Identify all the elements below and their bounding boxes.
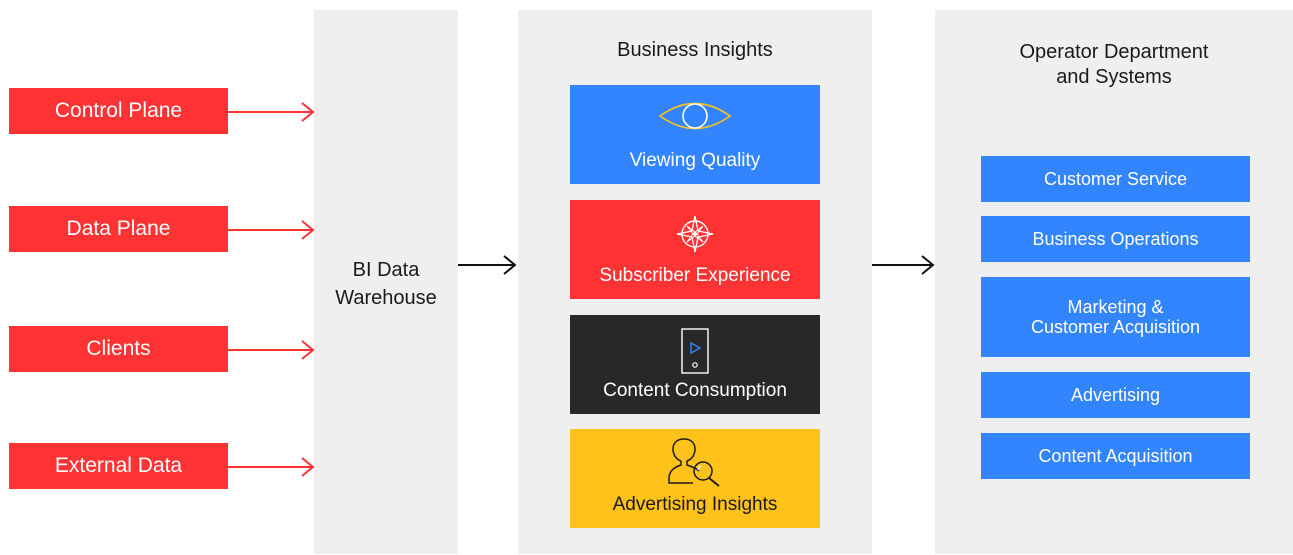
source-arrow-3	[228, 340, 315, 360]
source-label: Clients	[86, 337, 151, 360]
insight-subscriber-experience: Subscriber Experience	[570, 200, 820, 299]
dept-customer-service: Customer Service	[981, 156, 1250, 202]
source-arrow-1	[228, 102, 315, 122]
bi-data-warehouse-label: BI Data Warehouse	[314, 256, 458, 312]
tablet-play-icon	[681, 328, 709, 374]
warehouse-line2: Warehouse	[335, 287, 437, 309]
source-external-data: External Data	[9, 443, 228, 489]
insight-viewing-quality: Viewing Quality	[570, 85, 820, 184]
insight-label: Content Consumption	[603, 380, 787, 401]
dept-label-line1: Customer Service	[1043, 169, 1188, 189]
source-label: Control Plane	[54, 99, 183, 122]
operator-title-line1: Operator Department	[1019, 41, 1209, 63]
source-clients: Clients	[9, 326, 228, 372]
source-label: External Data	[54, 454, 183, 477]
insight-advertising-insights: Advertising Insights	[570, 429, 820, 528]
insight-label: Viewing Quality	[629, 150, 761, 171]
insight-content-consumption: Content Consumption	[570, 315, 820, 414]
bi-data-warehouse-panel	[314, 10, 458, 554]
warehouse-line1: BI Data	[352, 259, 420, 281]
source-arrow-4	[228, 457, 315, 477]
dept-content-acquisition: Content Acquisition	[981, 433, 1250, 479]
source-arrow-2	[228, 220, 315, 240]
dept-label-line1: Marketing &	[1067, 297, 1164, 317]
compass-icon	[676, 215, 714, 253]
business-insights-title: Business Insights	[617, 39, 773, 61]
dept-advertising: Advertising	[981, 372, 1250, 418]
dept-label-line1: Business Operations	[1032, 229, 1199, 249]
warehouse-to-insights-arrow	[458, 255, 517, 275]
source-label: Data Plane	[66, 217, 171, 240]
dept-label-line1: Content Acquisition	[1038, 446, 1193, 466]
operator-panel-title: Operator Department and Systems	[935, 40, 1293, 90]
operator-title-line2: and Systems	[1056, 66, 1172, 88]
dept-label-line1: Advertising	[1070, 385, 1161, 405]
source-control-plane: Control Plane	[9, 88, 228, 134]
source-data-plane: Data Plane	[9, 206, 228, 252]
insight-label: Advertising Insights	[612, 494, 778, 515]
insight-label: Subscriber Experience	[599, 265, 791, 286]
dept-marketing-customer-acquisition: Marketing & Customer Acquisition	[981, 277, 1250, 357]
user-search-icon	[668, 438, 720, 487]
dept-label-line2: Customer Acquisition	[1030, 317, 1201, 337]
dept-business-operations: Business Operations	[981, 216, 1250, 262]
insights-to-operator-arrow	[872, 255, 935, 275]
eye-icon	[658, 102, 732, 130]
